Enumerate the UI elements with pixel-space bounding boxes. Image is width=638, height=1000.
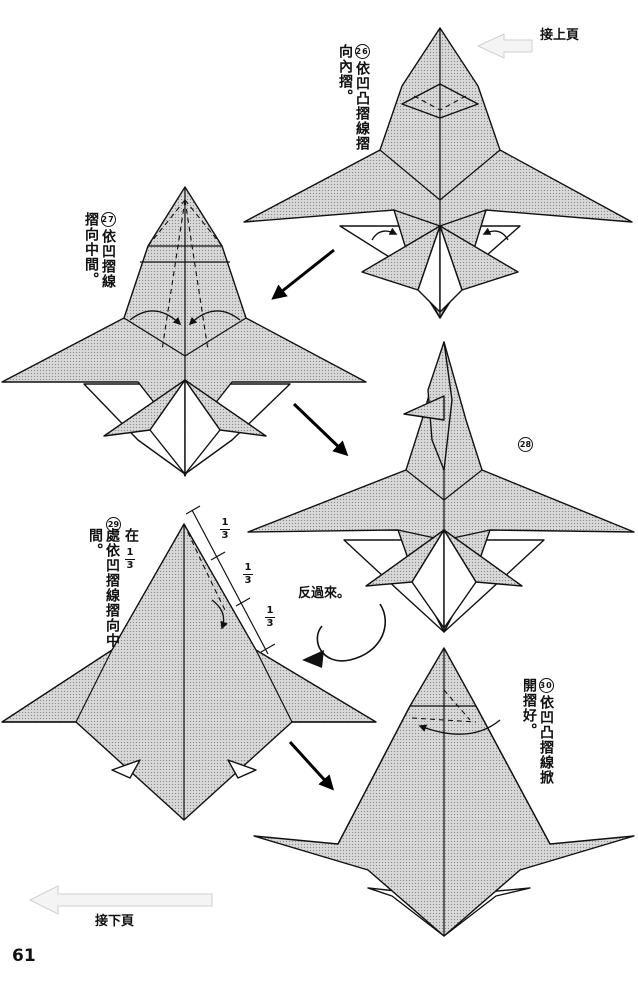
step-number-badge: 30 (538, 678, 554, 693)
step-text: 依凹凸摺線掀開摺好。 (521, 678, 554, 785)
step-29-text-after: 處依凹摺線摺向中間。 (87, 528, 120, 648)
step-28-instruction: 28 (518, 432, 533, 454)
step-number-badge: 29 (106, 517, 121, 532)
hollow-arrow-left-icon (476, 33, 533, 59)
figure-step-27 (1, 186, 367, 477)
fraction-numerator: 1 (266, 605, 274, 616)
step-text: 依凹凸摺線摺向內摺。 (337, 44, 370, 151)
step-27-instruction: 27依凹摺線摺向中間。 (82, 212, 116, 302)
figure-step-26 (243, 27, 633, 319)
figure-step-29 (1, 505, 377, 821)
page-number: 61 (12, 946, 36, 966)
bold-arrow-down-right-icon (271, 248, 335, 300)
step-26-instruction: 26依凹凸摺線摺向內摺。 (336, 44, 370, 154)
figure-step-30 (253, 647, 635, 937)
fraction-numerator: 1 (221, 517, 229, 528)
figure-step-28 (247, 341, 635, 633)
continue-to-label: 接下頁 (95, 914, 135, 929)
bold-arrow-down-right-icon (292, 402, 349, 457)
continue-from-label: 接上頁 (540, 28, 580, 43)
flip-over-arrow-icon (302, 603, 387, 668)
step-30-instruction: 30依凹凸摺線掀開摺好。 (520, 678, 554, 788)
step-text: 依凹摺線摺向中間。 (83, 212, 116, 289)
fraction-numerator: 1 (126, 547, 134, 558)
fraction-denominator: 3 (221, 530, 229, 541)
fraction-numerator: 1 (244, 562, 252, 573)
step-number-badge: 26 (354, 44, 370, 59)
step-number-badge: 28 (518, 437, 533, 452)
step-29-badge-wrap: 29 (106, 512, 121, 534)
flip-over-label: 反過來。 (298, 586, 351, 601)
fraction-denominator: 3 (244, 575, 252, 586)
hollow-arrow-left-icon (28, 885, 213, 915)
fraction-denominator: 3 (266, 618, 274, 629)
step-29-text-before: 在 (123, 528, 139, 543)
fraction-denominator: 3 (126, 560, 134, 571)
step-number-badge: 27 (100, 212, 116, 227)
bold-arrow-down-right-icon (288, 740, 335, 791)
